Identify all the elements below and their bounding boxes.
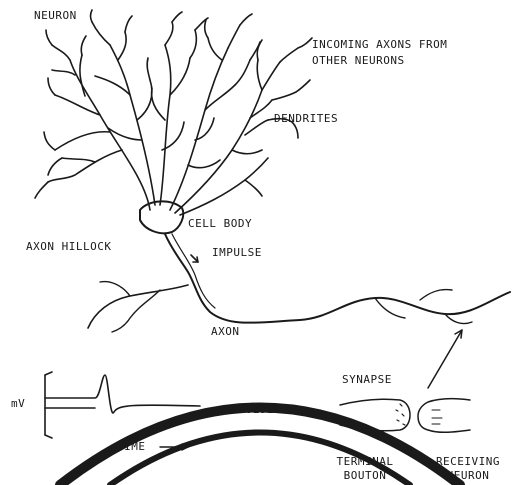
axon-label: AXON — [211, 325, 240, 339]
receiving-label-line1: RECEIVING — [420, 455, 516, 469]
other-neurons-label: OTHER NEURONS — [312, 54, 405, 68]
dendrites-label: DENDRITES — [274, 112, 338, 126]
impulse-graph-label: IMPULSE — [224, 403, 274, 417]
dendrites-branches — [35, 10, 312, 215]
cell-body — [140, 201, 183, 233]
receiving-label-line2: NEURON — [420, 469, 516, 483]
terminal-bouton-label: TERMINAL BOUTON — [318, 455, 412, 483]
synapse-pointer-arrow — [428, 330, 462, 388]
axon-hillock-label: AXON HILLOCK — [26, 240, 111, 254]
receiving-neuron-label: RECEIVING NEURON — [420, 455, 516, 483]
impulse-graph — [45, 372, 200, 450]
impulse-top-label: IMPULSE — [212, 246, 262, 260]
incoming-axons-label: INCOMING AXONS FROM — [312, 38, 447, 52]
time-axis-label: TIME — [117, 440, 146, 454]
cell-body-label: CELL BODY — [188, 217, 252, 231]
diagram-title: NEURON — [34, 9, 77, 23]
terminal-label-line1: TERMINAL — [318, 455, 412, 469]
axon-inner-line — [172, 234, 215, 308]
mv-axis-label: mV — [11, 397, 25, 411]
axon-collateral — [88, 285, 188, 328]
terminal-label-line2: BOUTON — [318, 469, 412, 483]
synapse-label: SYNAPSE — [342, 373, 392, 387]
